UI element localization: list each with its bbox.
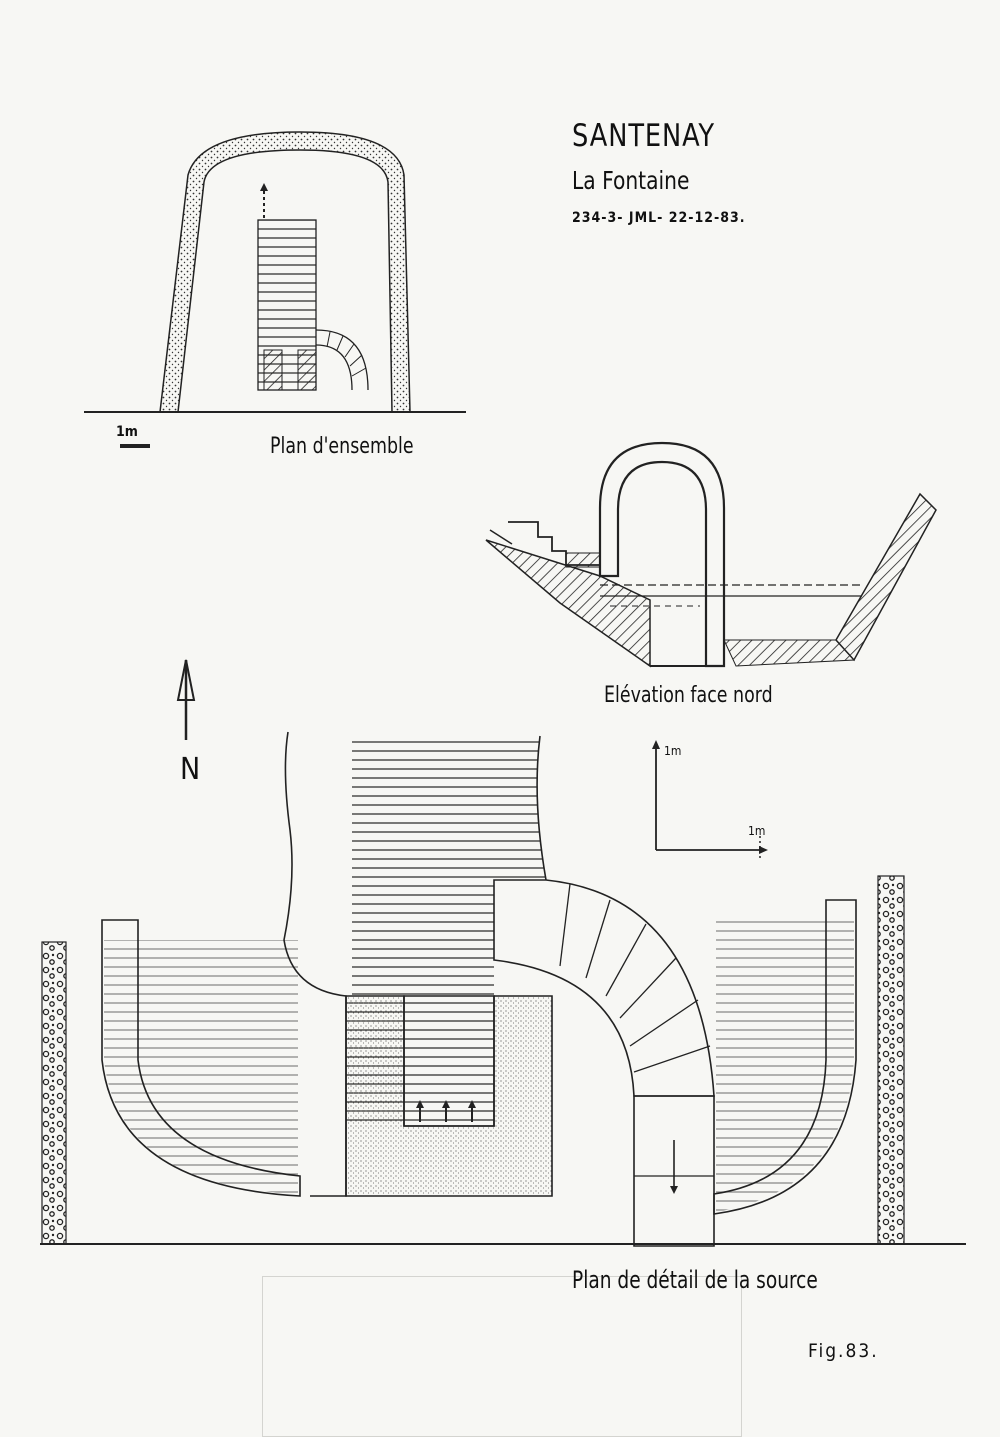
wall-section-left	[263, 349, 283, 391]
plan-detail-drawing	[40, 731, 966, 1247]
rock-edge-left	[283, 731, 347, 1197]
steps-inner	[315, 344, 353, 391]
scale-label-plan: 1m	[116, 424, 138, 440]
caption-plan-ensemble: Plan d'ensemble	[270, 434, 414, 459]
reference-code: 234-3- JML- 22-12-83.	[572, 210, 746, 226]
rubble-wall-right	[877, 875, 905, 1245]
axis-arrow	[260, 183, 268, 191]
figure-number: Fig.83.	[808, 1340, 879, 1362]
right-hatch	[716, 920, 854, 1212]
wall-section-right	[297, 349, 317, 391]
plan-ensemble-drawing	[84, 131, 466, 448]
right-slope	[835, 492, 937, 662]
right-base	[723, 639, 856, 667]
north-label: N	[180, 752, 201, 787]
spring-basin	[403, 995, 495, 1127]
scale-label-vertical: 1m	[664, 744, 682, 758]
left-embankment	[485, 539, 651, 668]
scale-label-horizontal: 1m	[748, 824, 766, 838]
north-arrow	[176, 659, 196, 740]
elevation-drawing	[485, 441, 937, 858]
site-title: SANTENAY	[572, 118, 715, 154]
rubble-wall-left	[41, 941, 67, 1245]
outlet-channel	[633, 1095, 715, 1247]
place-subtitle: La Fontaine	[572, 166, 690, 195]
left-hatch	[104, 940, 298, 1194]
caption-plan-detail: Plan de détail de la source	[572, 1266, 818, 1294]
caption-elevation: Elévation face nord	[604, 683, 773, 708]
step-block	[565, 552, 601, 568]
steps-outer	[315, 329, 369, 391]
